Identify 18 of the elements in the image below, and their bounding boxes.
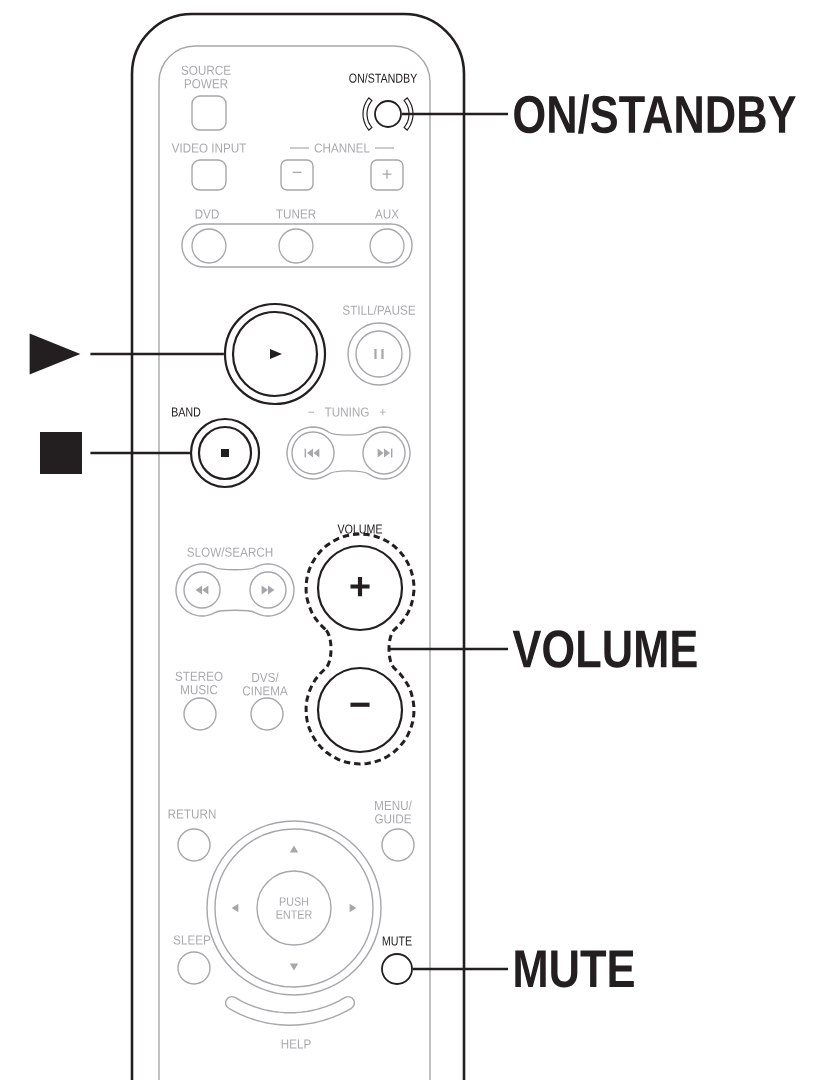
- mute-button: [381, 953, 413, 985]
- leader-line: [389, 647, 508, 651]
- leader-line: [90, 451, 190, 455]
- leader-line: [90, 352, 224, 356]
- channel-button: −: [280, 159, 314, 191]
- channel-button: +: [370, 159, 404, 191]
- leader-line: [401, 112, 508, 116]
- plus-button: +: [316, 544, 404, 632]
- play-symbol: [29, 333, 81, 375]
- callout-label: ON/STANDBY: [514, 94, 796, 134]
- remote-button: [191, 159, 227, 191]
- callout-label: MUTE: [515, 950, 634, 988]
- power-button: [362, 97, 414, 131]
- stop-symbol: [40, 432, 82, 474]
- remote-button: [191, 95, 227, 131]
- callout-label: VOLUME: [512, 630, 697, 668]
- minus-button: −: [316, 666, 404, 754]
- leader-line: [412, 967, 508, 971]
